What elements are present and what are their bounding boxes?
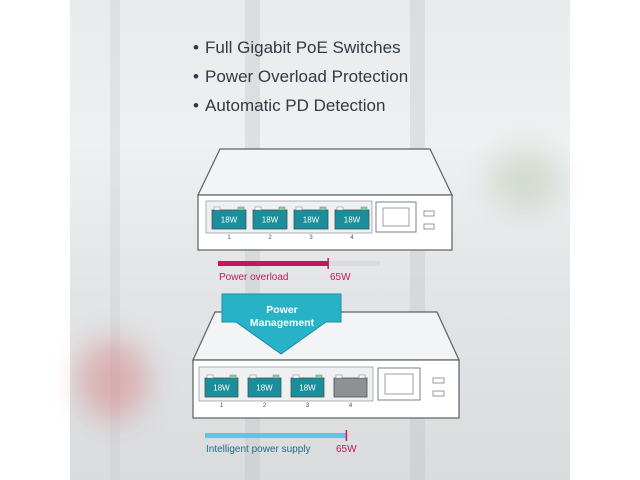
intelligent-supply-bar: [205, 430, 385, 441]
banner-label: Power Management: [232, 304, 332, 330]
poe-port: 18W 3: [290, 374, 325, 409]
poe-port: 18W 1: [204, 374, 239, 409]
poe-port: 18W 2: [252, 206, 288, 241]
power-overload-bar: [218, 258, 380, 269]
power-management-arrow: [221, 293, 342, 355]
port-led-left: [206, 374, 214, 379]
port-led-right: [272, 374, 280, 379]
port-number: 4: [350, 235, 354, 241]
feature-item: •Automatic PD Detection: [193, 96, 386, 115]
port-number: 3: [306, 403, 310, 409]
port-number: 2: [263, 403, 267, 409]
poe-port: 18W 1: [211, 206, 247, 241]
port-body: [211, 209, 247, 230]
port-body: [293, 209, 329, 230]
port-led-left: [335, 374, 343, 379]
poe-port: 4: [333, 374, 368, 409]
port-led-right: [319, 206, 327, 211]
poe-port: 18W 4: [334, 206, 370, 241]
port-led-left: [213, 206, 221, 211]
port-body: [204, 377, 239, 398]
intelligent-supply-label: Intelligent power supply: [206, 444, 311, 455]
blurred-plant: [490, 150, 560, 210]
port-led-right: [278, 206, 286, 211]
port-body: [333, 377, 368, 398]
port-led-right: [315, 374, 323, 379]
port-led-left: [295, 206, 303, 211]
port-number: 2: [268, 235, 272, 241]
feature-list: •Full Gigabit PoE Switches •Power Overlo…: [193, 36, 408, 123]
blurred-person: [78, 340, 148, 420]
banner-line1: Power: [266, 304, 298, 316]
port-body: [247, 377, 282, 398]
port-power-label: 18W: [262, 216, 279, 225]
port-power-label: 18W: [299, 384, 316, 393]
feature-text: Power Overload Protection: [205, 67, 409, 86]
port-body: [252, 209, 288, 230]
feature-text: Full Gigabit PoE Switches: [205, 38, 401, 57]
feature-item: •Power Overload Protection: [193, 67, 409, 86]
banner-line2: Management: [249, 317, 315, 329]
feature-text: Automatic PD Detection: [205, 96, 386, 115]
port-power-label: 18W: [256, 384, 273, 393]
port-power-label: 18W: [303, 216, 320, 225]
port-number: 4: [349, 403, 353, 409]
port-power-label: 18W: [221, 216, 238, 225]
port-led-right: [229, 374, 237, 379]
poe-port: 18W 2: [247, 374, 282, 409]
port-number: 1: [220, 403, 224, 409]
power-overload-label: Power overload: [219, 272, 289, 283]
poe-port: 18W 3: [293, 206, 329, 241]
port-led-left: [336, 206, 344, 211]
supply-limit-label: 65W: [336, 444, 357, 455]
port-led-left: [249, 374, 257, 379]
port-body: [334, 209, 370, 230]
port-body: [290, 377, 325, 398]
port-led-left: [292, 374, 300, 379]
port-number: 1: [227, 235, 231, 241]
port-led-right: [358, 374, 366, 379]
port-power-label: 18W: [213, 384, 230, 393]
port-led-right: [237, 206, 245, 211]
port-power-label: 18W: [344, 216, 361, 225]
port-number: 3: [309, 235, 313, 241]
port-led-right: [360, 206, 368, 211]
feature-item: •Full Gigabit PoE Switches: [193, 38, 401, 57]
port-led-left: [254, 206, 262, 211]
power-limit-label: 65W: [330, 272, 351, 283]
switch-illustration-top: 18W 1 18W 2 18W 3 18W 4: [197, 148, 453, 251]
